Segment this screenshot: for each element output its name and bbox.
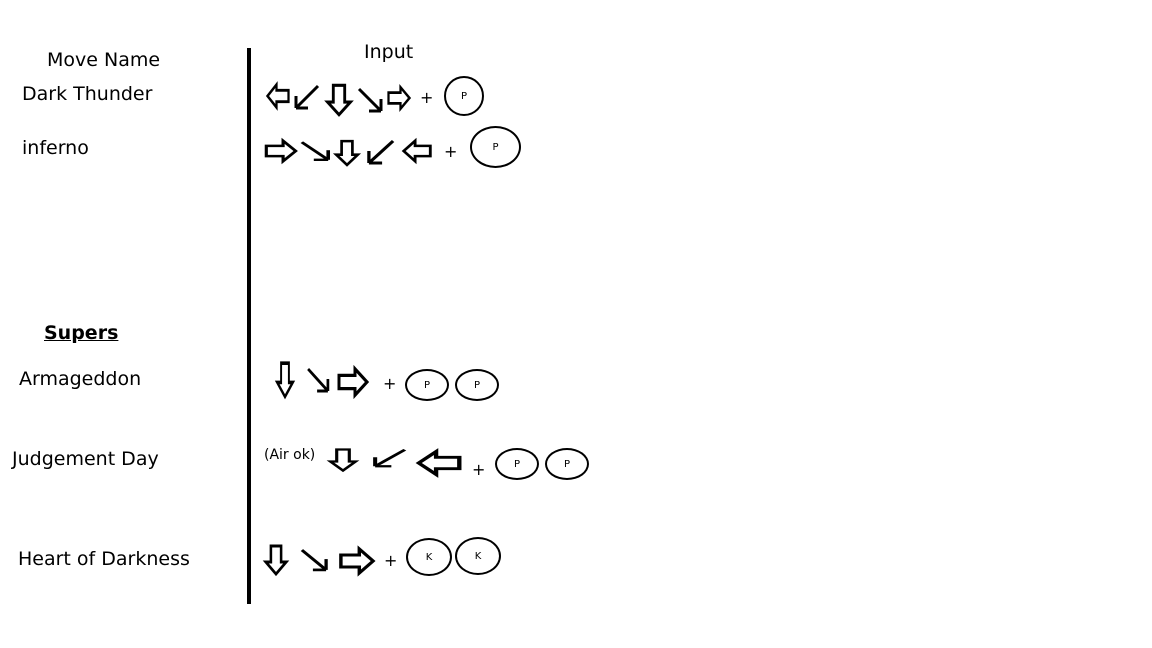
button-label: P <box>423 379 431 391</box>
down-arrow-icon <box>264 544 288 576</box>
column-divider <box>247 48 251 604</box>
move-name-armageddon: Armageddon <box>19 368 142 390</box>
plus-sign: + <box>420 88 434 107</box>
kick-button-icon: K <box>455 537 501 575</box>
air-ok-note: (Air ok) <box>264 447 316 463</box>
punch-button-icon: P <box>405 369 449 401</box>
down-arrow-icon <box>334 139 360 167</box>
move-name-header: Move Name <box>47 49 161 71</box>
down-right-arrow-icon <box>299 140 331 162</box>
left-arrow-icon <box>402 139 432 163</box>
punch-button-icon: P <box>470 126 521 168</box>
down-left-arrow-icon <box>294 84 320 110</box>
right-arrow-icon <box>264 139 298 163</box>
down-left-arrow-icon <box>367 139 395 165</box>
plus-sign: + <box>383 374 397 393</box>
down-right-arrow-icon <box>306 367 330 393</box>
down-left-arrow-icon <box>375 450 405 467</box>
left-arrow-icon <box>266 83 290 109</box>
button-label: P <box>563 458 571 470</box>
supers-section-title: Supers <box>44 322 119 344</box>
move-name-inferno: inferno <box>22 137 89 159</box>
move-name-dark-thunder: Dark Thunder <box>22 83 153 105</box>
button-label: P <box>473 379 481 391</box>
punch-button-icon: P <box>545 448 589 480</box>
right-arrow-icon <box>339 547 375 575</box>
down-right-arrow-icon <box>300 548 328 572</box>
button-label: P <box>460 90 468 102</box>
plus-sign: + <box>384 551 398 570</box>
punch-button-icon: P <box>455 369 499 401</box>
plus-sign: + <box>444 142 458 161</box>
button-label: P <box>492 141 499 153</box>
move-name-judgement-day: Judgement Day <box>12 448 159 470</box>
button-label: K <box>474 550 482 562</box>
right-arrow-icon <box>337 367 369 397</box>
punch-button-icon: P <box>444 76 484 116</box>
plus-sign: + <box>472 460 486 479</box>
button-label: P <box>513 458 521 470</box>
left-arrow-icon <box>419 452 460 475</box>
down-arrow-icon <box>328 447 358 473</box>
kick-button-icon: K <box>406 538 452 576</box>
punch-button-icon: P <box>495 448 539 480</box>
input-header: Input <box>364 41 414 63</box>
down-arrow-icon <box>275 361 295 399</box>
button-label: K <box>425 551 433 563</box>
right-arrow-icon <box>387 85 411 111</box>
down-right-arrow-icon <box>357 87 383 113</box>
down-arrow-icon <box>326 83 352 117</box>
move-name-heart-of-darkness: Heart of Darkness <box>18 548 190 570</box>
